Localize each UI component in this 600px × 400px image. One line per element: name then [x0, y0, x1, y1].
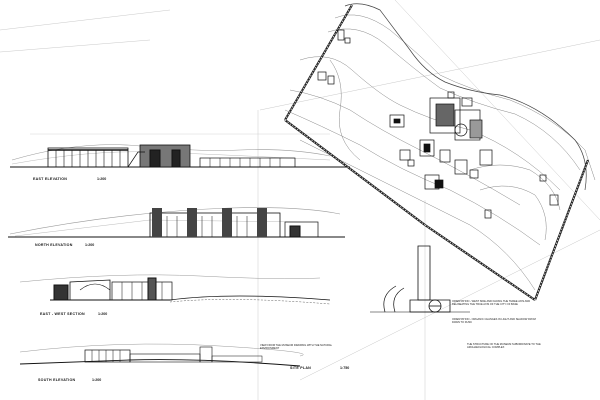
site-plan-scale: 1:750 — [340, 366, 350, 370]
south-elevation-scale: 1:200 — [92, 378, 102, 382]
east-elevation-drawing — [10, 133, 350, 168]
east-elevation-scale: 1:200 — [97, 177, 107, 181]
south-elevation-drawing — [19, 343, 304, 367]
east-west-section-title: EAST - WEST SECTION — [40, 312, 85, 316]
east-elevation-title: EAST ELEVATION — [33, 177, 68, 181]
structure-note: THE STRUCTURE OF THE MUSEUM SUBORDINATE … — [467, 343, 541, 350]
north-elevation-scale: 1:200 — [85, 243, 95, 247]
orientation-note-1: ORIENTATION - WEST SIDE AND FACING THE T… — [452, 300, 531, 307]
east-west-section-drawing — [19, 274, 331, 305]
north-elevation-drawing — [8, 207, 345, 238]
south-elevation-title: SOUTH ELEVATION — [38, 378, 76, 382]
site-plan-title: SITE PLAN — [290, 366, 312, 370]
east-west-section-scale: 1:200 — [98, 312, 108, 316]
orientation-note-2: ORIENTATION - ORGANIC CHANGES IN LIGHT A… — [452, 318, 536, 325]
north-elevation-title: NORTH ELEVATION — [35, 243, 73, 247]
view-note: VIEW FROM THE MUSEUM DRAWING WITH THE NA… — [260, 344, 332, 351]
site-plan-drawing — [284, 3, 596, 313]
